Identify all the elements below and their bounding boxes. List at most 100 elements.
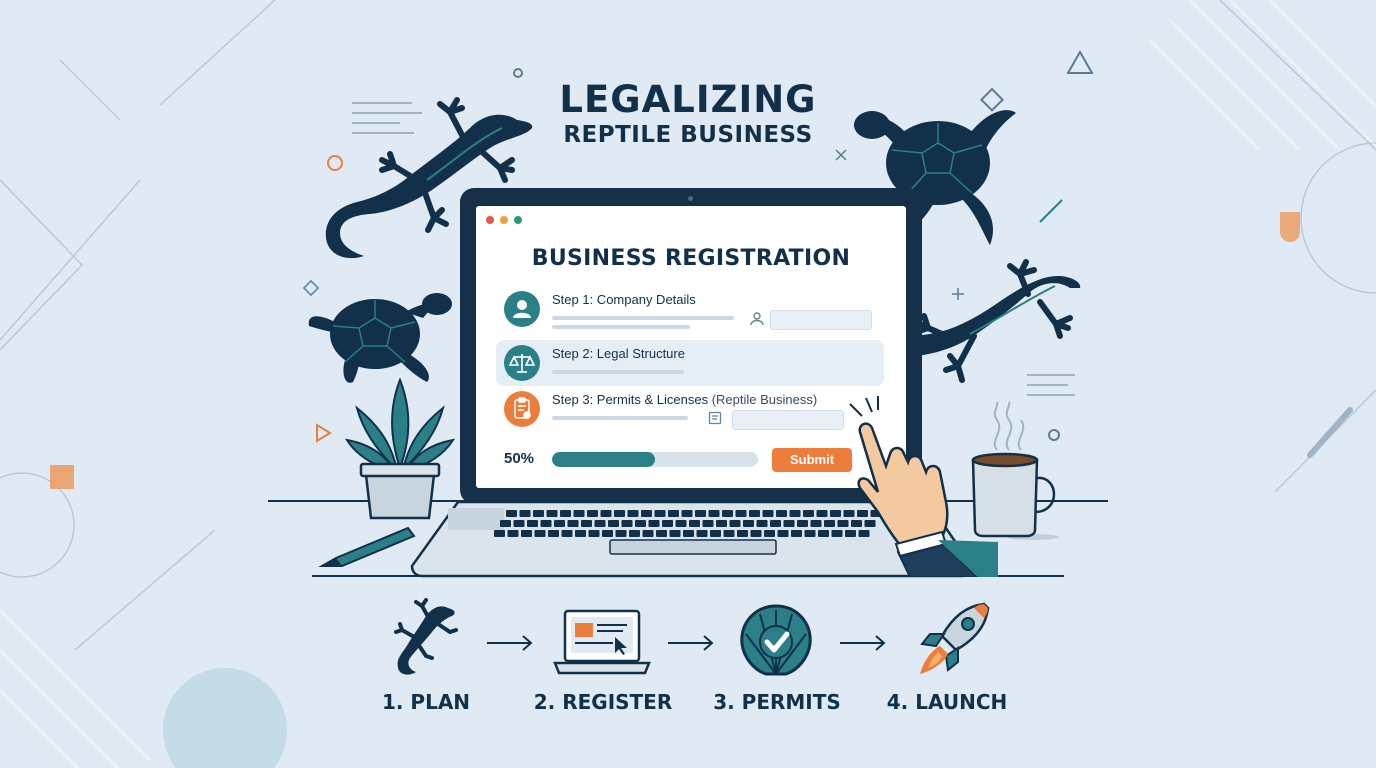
- step-3-label: Step 3: Permits & Licenses (Reptile Busi…: [552, 392, 817, 407]
- user-icon: [504, 291, 540, 327]
- clipboard-icon: [504, 391, 540, 427]
- keyboard-key: [621, 520, 633, 527]
- keyboard-key: [519, 510, 531, 517]
- keyboard-key: [858, 530, 870, 537]
- keyboard-key: [750, 530, 762, 537]
- keyboard-key: [681, 510, 693, 517]
- step-3-label-main: Step 3: Permits & Licenses: [552, 392, 709, 407]
- potted-plant-icon: [345, 378, 455, 520]
- keyboard-key: [540, 520, 552, 527]
- keyboard-key: [581, 520, 592, 527]
- keyboard-key: [575, 530, 586, 537]
- keyboard-key: [816, 510, 828, 517]
- step-legal-structure[interactable]: Step 2: Legal Structure: [496, 340, 884, 386]
- step-1-line-short: [552, 325, 690, 329]
- laptop-keyboard: [410, 500, 974, 578]
- keyboard-key: [675, 520, 687, 527]
- step-1-label: Step 1: Company Details: [552, 292, 696, 307]
- keyboard-key: [831, 530, 843, 537]
- keyboard-key: [777, 530, 789, 537]
- company-name-field[interactable]: [770, 310, 872, 330]
- scales-icon: [504, 345, 540, 381]
- keyboard-key: [695, 510, 706, 517]
- keyboard-key: [803, 510, 814, 517]
- shell-check-icon: [740, 604, 812, 676]
- arrow-right-icon: [487, 635, 533, 651]
- keyboard-key: [830, 510, 841, 517]
- keyboard-key: [743, 520, 754, 527]
- keyboard-key: [494, 530, 505, 537]
- step-3-line: [552, 416, 688, 420]
- keyboard-key: [506, 510, 517, 517]
- keyboard-key: [729, 520, 741, 527]
- window-minimize-dot[interactable]: [500, 216, 508, 224]
- keyboard-key: [654, 510, 666, 517]
- keyboard-key: [641, 510, 652, 517]
- keyboard-key: [857, 510, 868, 517]
- arrow-right-icon: [668, 635, 714, 651]
- keyboard-key: [683, 530, 694, 537]
- keyboard-key: [635, 520, 646, 527]
- keyboard-key: [837, 520, 849, 527]
- keyboard-key: [546, 510, 558, 517]
- rocket-icon: [920, 602, 990, 674]
- keyboard-key: [735, 510, 747, 517]
- process-step-plan: 1. PLAN: [381, 690, 471, 714]
- turtle-left-icon: [308, 293, 452, 383]
- step-company-details[interactable]: Step 1: Company Details: [496, 286, 884, 332]
- keyboard-key: [548, 530, 559, 537]
- keyboard-key: [810, 520, 822, 527]
- process-step-permits: 3. PERMITS: [713, 690, 841, 714]
- pen-icon: [318, 526, 416, 567]
- keyboard-key: [696, 530, 708, 537]
- person-field-icon: [750, 311, 764, 326]
- keyboard-key: [797, 520, 808, 527]
- keyboard-key: [602, 530, 613, 537]
- keyboard-key: [791, 530, 802, 537]
- document-field-icon: [708, 411, 722, 425]
- keyboard-key: [668, 510, 679, 517]
- keyboard-key: [500, 520, 511, 527]
- progress-bar-fill: [552, 452, 655, 467]
- window-maximize-dot[interactable]: [514, 216, 522, 224]
- step-2-label: Step 2: Legal Structure: [552, 346, 685, 361]
- keyboard-key: [521, 530, 532, 537]
- keyboard-key: [756, 520, 768, 527]
- step-2-line: [552, 370, 684, 374]
- keyboard-key: [723, 530, 735, 537]
- keyboard-key: [656, 530, 667, 537]
- progress-bar: [552, 452, 758, 467]
- keyboard-key: [689, 520, 700, 527]
- keyboard-key: [608, 520, 619, 527]
- coffee-mug-icon: [971, 401, 1059, 540]
- keyboard-key: [554, 520, 565, 527]
- page-title: LEGALIZING: [559, 78, 817, 121]
- step-permits-licenses[interactable]: Step 3: Permits & Licenses (Reptile Busi…: [496, 386, 884, 432]
- window-close-dot[interactable]: [486, 216, 494, 224]
- keyboard-key: [600, 510, 612, 517]
- keyboard-key: [845, 530, 856, 537]
- keyboard-key: [567, 520, 579, 527]
- registration-screen: BUSINESS REGISTRATION Step 1: Company De…: [476, 206, 906, 488]
- keyboard-key: [648, 520, 660, 527]
- keyboard-key: [627, 510, 639, 517]
- keyboard-key: [864, 520, 876, 527]
- keyboard-key: [710, 530, 721, 537]
- keyboard-key: [560, 510, 571, 517]
- keyboard-key: [708, 510, 720, 517]
- keyboard-key: [764, 530, 775, 537]
- keyboard-key: [762, 510, 774, 517]
- submit-button[interactable]: Submit: [772, 448, 852, 472]
- keyboard-key: [804, 530, 816, 537]
- step-3-label-sub: (Reptile Business): [711, 392, 818, 407]
- hand-pointer-icon: [849, 396, 998, 577]
- keyboard-key: [783, 520, 795, 527]
- keyboard-key: [513, 520, 525, 527]
- keyboard-key: [824, 520, 835, 527]
- keyboard-key: [662, 520, 673, 527]
- form-title: BUSINESS REGISTRATION: [531, 246, 851, 271]
- keyboard-key: [615, 530, 627, 537]
- permit-field[interactable]: [732, 410, 844, 430]
- keyboard-key: [749, 510, 760, 517]
